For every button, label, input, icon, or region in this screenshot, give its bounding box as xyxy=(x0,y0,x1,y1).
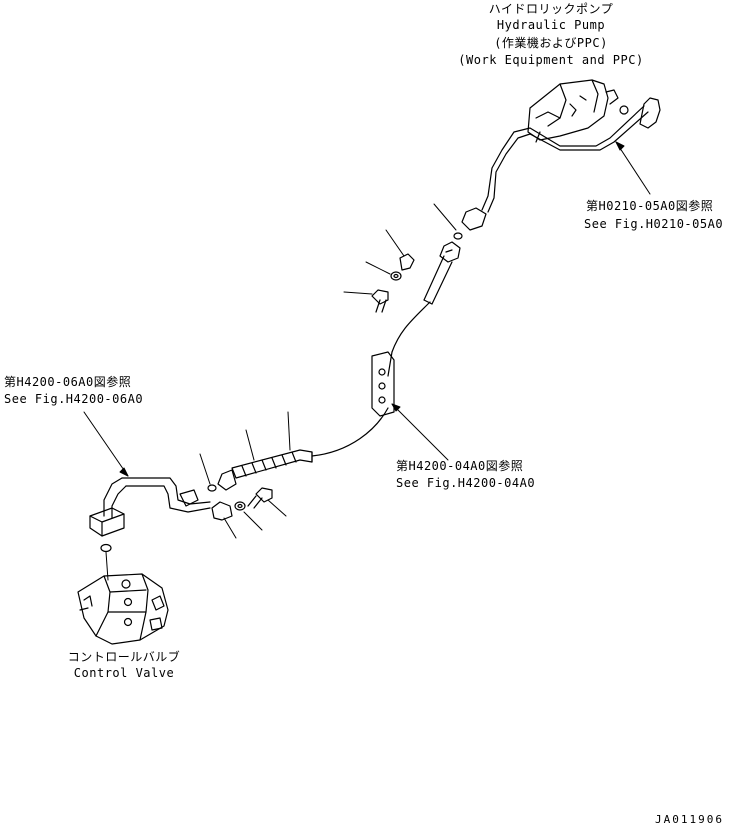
pump-sublabel-jp: (作業機およびPPC) xyxy=(494,36,608,50)
control-valve-drawing xyxy=(78,574,168,644)
leader-lines-upper xyxy=(344,204,456,294)
long-hose xyxy=(312,302,430,462)
bolt-upper xyxy=(372,290,388,312)
plate-upper xyxy=(400,254,414,270)
hydraulic-pump-drawing xyxy=(528,80,628,142)
ref-h4200-04-jp: 第H4200-04A0図参照 xyxy=(396,459,524,473)
ref-h0210-jp: 第H0210-05A0図参照 xyxy=(586,199,714,213)
o-ring-valve xyxy=(101,545,111,581)
pump-label-en: Hydraulic Pump xyxy=(496,18,606,32)
flange-block xyxy=(90,508,124,536)
washer-lower xyxy=(235,502,245,510)
clamp-lower xyxy=(212,502,232,520)
washer-upper xyxy=(391,272,401,280)
clamp-upper xyxy=(440,242,460,262)
valve-pipe xyxy=(104,478,210,518)
clamp-bracket xyxy=(372,352,394,416)
ref-h4200-06-en: See Fig.H4200-06A0 xyxy=(4,392,144,406)
o-ring-lower xyxy=(208,485,216,491)
pump-sublabel-en: (Work Equipment and PPC) xyxy=(458,53,644,67)
ref-h4200-04-en: See Fig.H4200-04A0 xyxy=(396,476,536,490)
pump-label-jp: ハイドロリックポンプ xyxy=(488,2,614,16)
o-ring-upper xyxy=(454,233,462,239)
leader-lines-lower xyxy=(200,412,290,538)
ref-h0210-en: See Fig.H0210-05A0 xyxy=(584,217,724,231)
reference-leaders xyxy=(84,142,650,476)
drawing-code: JA011906 xyxy=(655,813,724,826)
valve-label-jp: コントロールバルブ xyxy=(67,650,181,664)
bolt-lower xyxy=(248,488,272,508)
valve-label-en: Control Valve xyxy=(73,666,175,680)
hose-fitting-upper xyxy=(424,256,452,304)
guarded-hose xyxy=(218,450,312,490)
pump-pipe xyxy=(462,98,660,230)
ref-h4200-06-jp: 第H4200-06A0図参照 xyxy=(4,375,132,389)
